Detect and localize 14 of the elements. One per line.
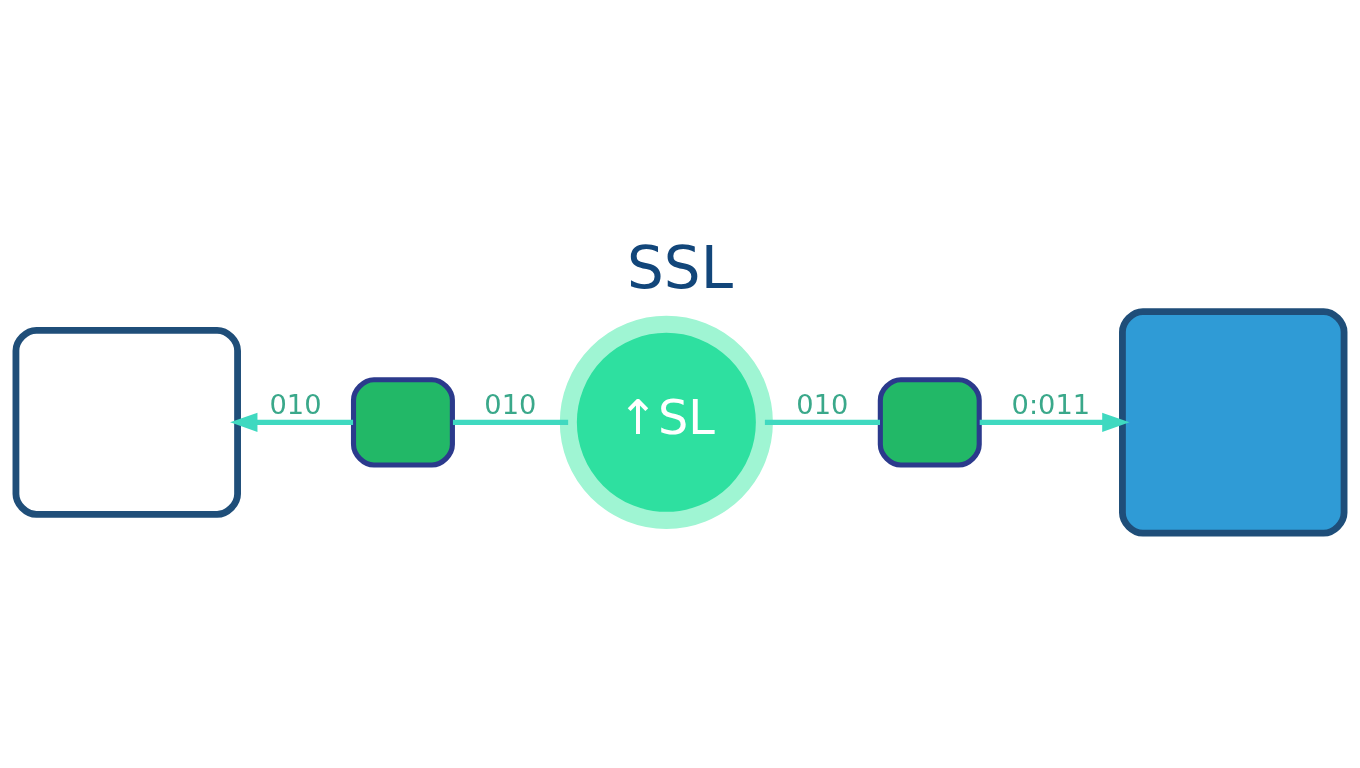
node-box [1119,308,1348,537]
node-box [877,377,982,468]
node-circle: ↑SL [559,315,773,529]
connector [764,419,880,425]
edge-label: 010 [796,388,849,420]
edge-label: 0:011 [1011,388,1091,420]
arrow [979,412,1130,432]
edge-label: 010 [484,388,537,420]
arrow [230,412,354,432]
node-box [12,326,241,518]
diagram-title: SSL [627,234,733,303]
connector [452,419,569,425]
node-box [350,377,455,468]
edge-label: 010 [269,388,322,420]
